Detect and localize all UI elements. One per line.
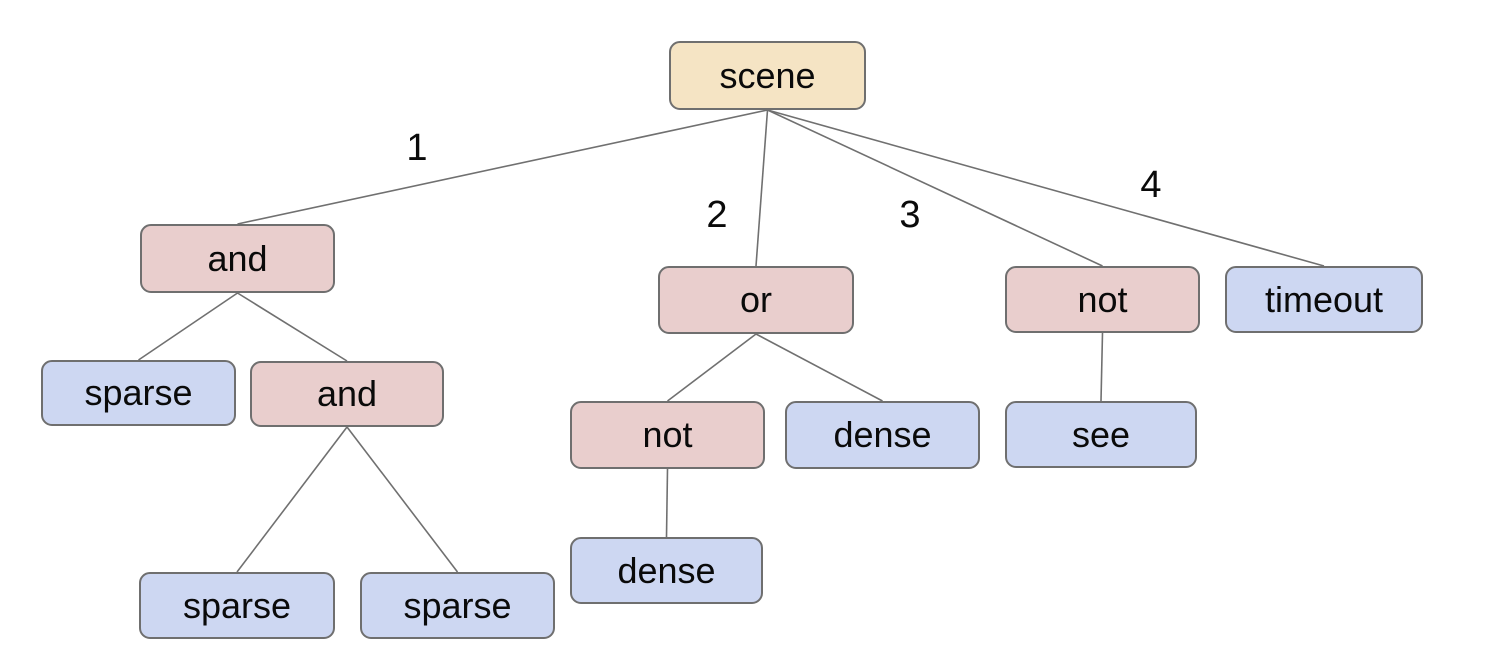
edge-and1-and2: [237, 292, 348, 362]
node-dense1: dense: [785, 401, 980, 469]
edge-and2-sparse2: [236, 426, 348, 573]
edge-scene-or1: [755, 109, 769, 267]
edge-or1-not2: [667, 333, 757, 402]
node-timeout1: timeout: [1225, 266, 1423, 333]
node-and2: and: [250, 361, 444, 427]
node-sparse3: sparse: [360, 572, 555, 639]
node-not2: not: [570, 401, 765, 469]
node-dense2: dense: [570, 537, 763, 604]
edge-label-1: 1: [406, 127, 428, 169]
edge-and2-sparse3: [346, 426, 459, 573]
edge-not1-see1: [1100, 332, 1104, 402]
edge-label-3: 3: [899, 194, 921, 236]
edge-scene-and1: [237, 109, 768, 225]
edge-scene-not1: [767, 109, 1103, 267]
node-sparse1: sparse: [41, 360, 236, 426]
edge-or1-dense1: [755, 333, 883, 402]
node-sparse2: sparse: [139, 572, 335, 639]
node-and1: and: [140, 224, 335, 293]
node-see1: see: [1005, 401, 1197, 468]
node-scene: scene: [669, 41, 866, 110]
edge-scene-timeout1: [767, 109, 1325, 267]
edge-label-2: 2: [706, 194, 728, 236]
edge-and1-sparse1: [138, 292, 238, 361]
edge-label-4: 4: [1140, 164, 1162, 206]
edge-not2-dense2: [665, 468, 669, 538]
node-or1: or: [658, 266, 854, 334]
node-not1: not: [1005, 266, 1200, 333]
